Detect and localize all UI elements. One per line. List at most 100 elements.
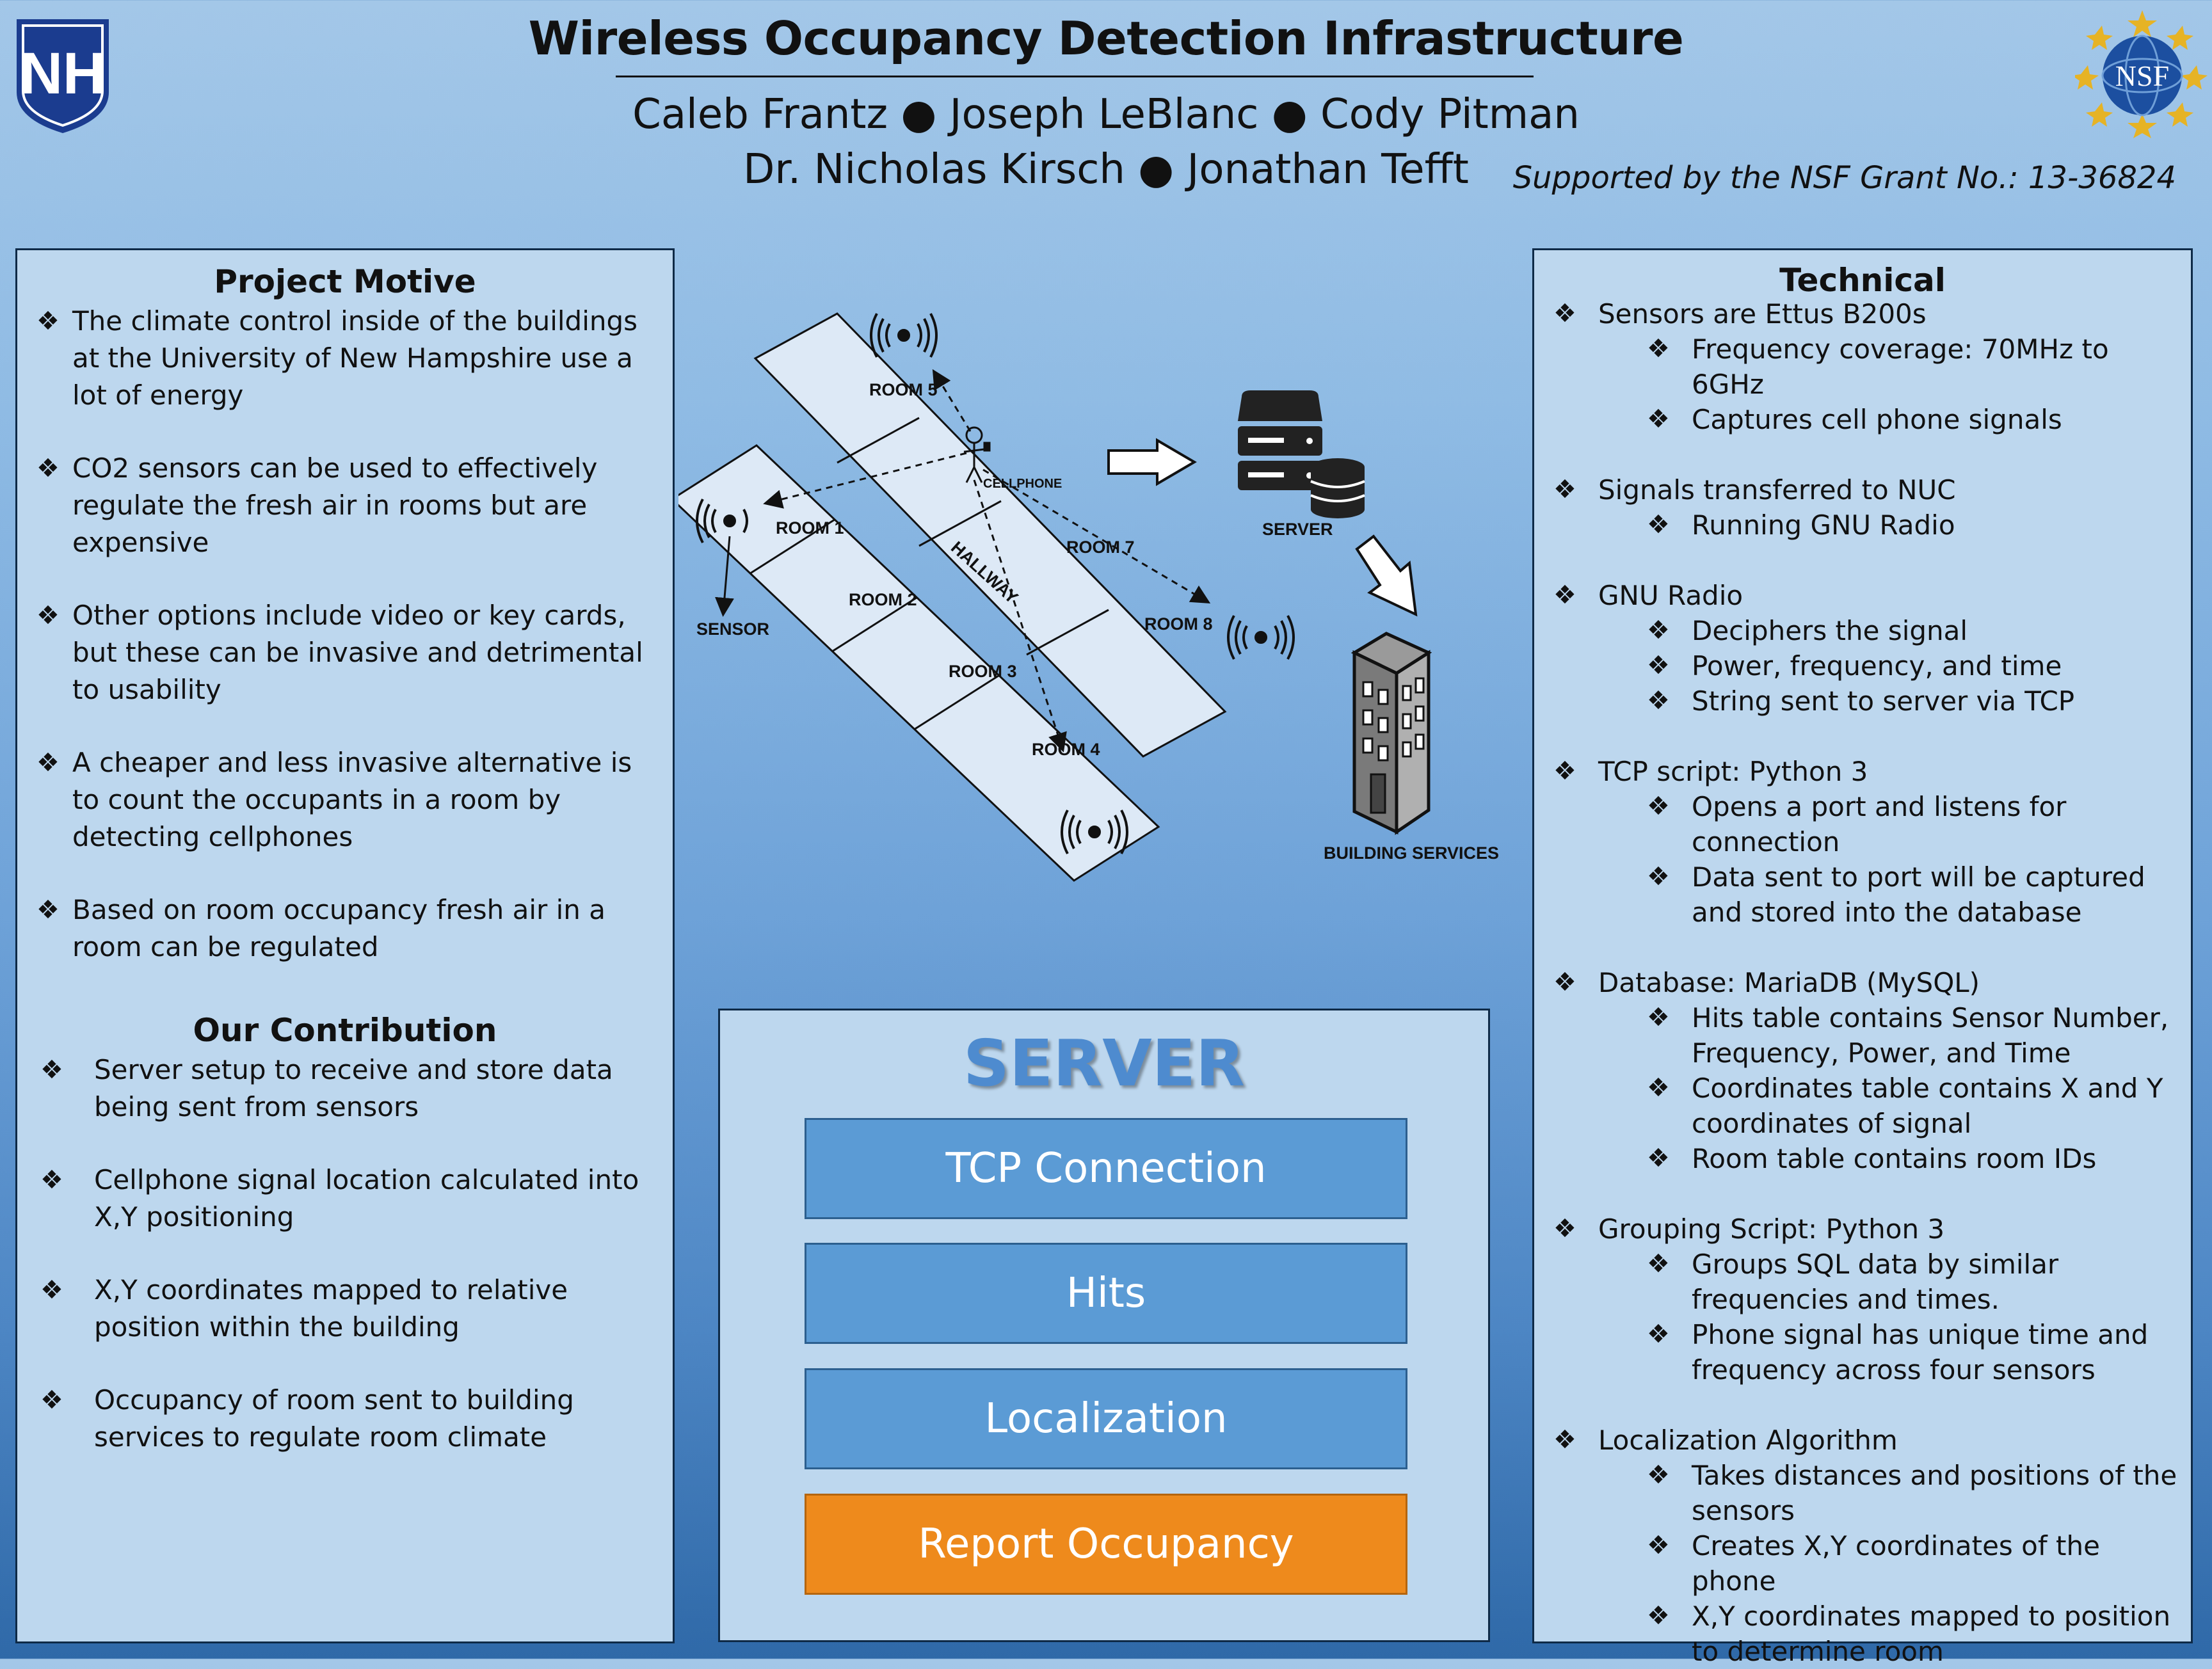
bullet-icon: ❖ [1647, 404, 1670, 434]
server-stack-icon [1238, 390, 1322, 490]
bullet-icon: ❖ [40, 1165, 63, 1195]
sensor-label: SENSOR [696, 619, 769, 639]
bullet-icon: ❖ [1647, 651, 1670, 680]
tech-sub-item: ❖Phone signal has unique time and freque… [1534, 1317, 2191, 1387]
flow-step-report-occupancy: Report Occupancy [805, 1494, 1407, 1595]
authors-line-1: Caleb Frantz ● Joseph LeBlanc ● Cody Pit… [632, 91, 1580, 138]
tech-group-label: ❖Database: MariaDB (MySQL) [1534, 965, 2191, 1000]
bullet-icon: ❖ [1553, 475, 1576, 504]
technical-title: Technical [1779, 262, 1946, 299]
bullet-icon: ❖ [1647, 1601, 1670, 1631]
bullet-icon: ❖ [1647, 1144, 1670, 1173]
tech-sub-item: ❖Takes distances and positions of the se… [1534, 1458, 2191, 1528]
bullet-icon: ❖ [36, 454, 60, 483]
bullet-icon: ❖ [1647, 686, 1670, 715]
bullet-icon: ❖ [1647, 1320, 1670, 1349]
tech-sub-item: ❖String sent to server via TCP [1534, 683, 2191, 719]
bullet-icon: ❖ [1553, 1425, 1576, 1455]
antenna-icon [696, 499, 748, 543]
office-building-icon [1350, 632, 1432, 835]
bullet-icon: ❖ [40, 1275, 63, 1305]
project-motive-title: Project Motive [214, 263, 476, 300]
tech-sub-item: ❖Captures cell phone signals [1534, 402, 2191, 437]
room-label: ROOM 1 [776, 518, 844, 538]
tech-sub-item: ❖Creates X,Y coordinates of the phone [1534, 1528, 2191, 1599]
tech-group-label: ❖Grouping Script: Python 3 [1534, 1211, 2191, 1247]
tech-sub-item: ❖Deciphers the signal [1534, 613, 2191, 648]
bullet-icon: ❖ [36, 601, 60, 630]
unh-shield-logo: NH [17, 19, 109, 133]
flow-step-hits: Hits [805, 1243, 1407, 1344]
list-item: ❖A cheaper and less invasive alternative… [17, 744, 673, 856]
list-item: ❖Occupancy of room sent to building serv… [17, 1382, 673, 1456]
tech-group-label: ❖Signals transferred to NUC [1534, 472, 2191, 507]
poster-title: Wireless Occupancy Detection Infrastruct… [528, 12, 1684, 65]
bullet-icon: ❖ [1553, 580, 1576, 610]
antenna-icon [1061, 810, 1128, 854]
unh-logo-text: NH [20, 41, 106, 106]
bullet-icon: ❖ [1647, 1531, 1670, 1560]
antenna-icon [1227, 615, 1295, 660]
list-item: ❖X,Y coordinates mapped to relative posi… [17, 1272, 673, 1346]
tech-group-label: ❖Sensors are Ettus B200s [1534, 296, 2191, 331]
bullet-icon: ❖ [1647, 1003, 1670, 1032]
bullet-icon: ❖ [1647, 862, 1670, 891]
bullet-icon: ❖ [1647, 1073, 1670, 1103]
room-label: ROOM 5 [869, 380, 938, 399]
bullet-icon: ❖ [1647, 334, 1670, 363]
room-label: ROOM 8 [1144, 614, 1213, 634]
tech-sub-item: ❖Opens a port and listens for connection [1534, 789, 2191, 859]
bullet-icon: ❖ [1553, 1214, 1576, 1243]
our-contribution-list: ❖Server setup to receive and store data … [17, 1051, 673, 1492]
tech-sub-item: ❖Power, frequency, and time [1534, 648, 2191, 683]
project-motive-list: ❖The climate control inside of the build… [17, 303, 673, 1002]
tech-sub-item: ❖Coordinates table contains X and Y coor… [1534, 1071, 2191, 1141]
arrow-right-icon [1107, 438, 1197, 486]
tech-sub-item: ❖Groups SQL data by similar frequencies … [1534, 1247, 2191, 1317]
bullet-icon: ❖ [36, 895, 60, 925]
antenna-icon [870, 313, 938, 358]
list-item: ❖The climate control inside of the build… [17, 303, 673, 414]
bullet-icon: ❖ [1647, 616, 1670, 645]
bullet-icon: ❖ [1647, 510, 1670, 539]
room-label: ROOM 4 [1032, 740, 1100, 759]
tech-sub-item: ❖Room table contains room IDs [1534, 1141, 2191, 1176]
list-item: ❖Other options include video or key card… [17, 597, 673, 708]
bullet-icon: ❖ [36, 307, 60, 336]
bullet-icon: ❖ [1647, 792, 1670, 821]
bullet-icon: ❖ [1553, 968, 1576, 997]
list-item: ❖Cellphone signal location calculated in… [17, 1162, 673, 1236]
lower-building [678, 444, 1160, 882]
our-contribution-title: Our Contribution [193, 1012, 497, 1049]
flow-step-tcp-connection: TCP Connection [805, 1118, 1407, 1219]
bullet-icon: ❖ [40, 1386, 63, 1415]
tech-sub-item: ❖Hits table contains Sensor Number, Freq… [1534, 1000, 2191, 1071]
list-item: ❖Based on room occupancy fresh air in a … [17, 891, 673, 966]
bullet-icon: ❖ [40, 1055, 63, 1085]
room-label: ROOM 3 [949, 662, 1017, 681]
nsf-logo-text: NSF [2115, 60, 2169, 92]
room-label: ROOM 2 [849, 590, 917, 609]
list-item: ❖CO2 sensors can be used to effectively … [17, 450, 673, 561]
tech-group-label: ❖Localization Algorithm [1534, 1423, 2191, 1458]
bullet-icon: ❖ [1647, 1249, 1670, 1279]
bullet-icon: ❖ [1647, 1460, 1670, 1490]
list-item: ❖Server setup to receive and store data … [17, 1051, 673, 1126]
right-panel: Technical ❖Sensors are Ettus B200s ❖Freq… [1532, 248, 2193, 1667]
tech-group-label: ❖GNU Radio [1534, 578, 2191, 613]
nsf-globe-logo: NSF [2075, 10, 2208, 138]
tech-sub-item: ❖Running GNU Radio [1534, 507, 2191, 543]
server-label: SERVER [1262, 520, 1333, 539]
server-flow-title: SERVER [963, 1026, 1246, 1101]
tech-group-label: ❖TCP script: Python 3 [1534, 754, 2191, 789]
server-flow-panel: SERVER TCP Connection Hits Localization … [718, 1009, 1490, 1642]
bullet-icon: ❖ [36, 748, 60, 778]
system-diagram: ROOM 5 ROOM 1 ROOM 2 ROOM 3 ROOM 4 ROOM … [678, 312, 1499, 882]
grant-note: Supported by the NSF Grant No.: 13-36824 [1512, 160, 2176, 196]
upper-building [753, 312, 1227, 758]
technical-list: ❖Sensors are Ettus B200s ❖Frequency cove… [1534, 296, 2191, 1669]
bullet-icon: ❖ [1553, 299, 1576, 328]
cellphone-label: CELLPHONE [983, 477, 1062, 491]
tech-sub-item: ❖Frequency coverage: 70MHz to 6GHz [1534, 331, 2191, 402]
sensor-pointer [715, 536, 734, 617]
